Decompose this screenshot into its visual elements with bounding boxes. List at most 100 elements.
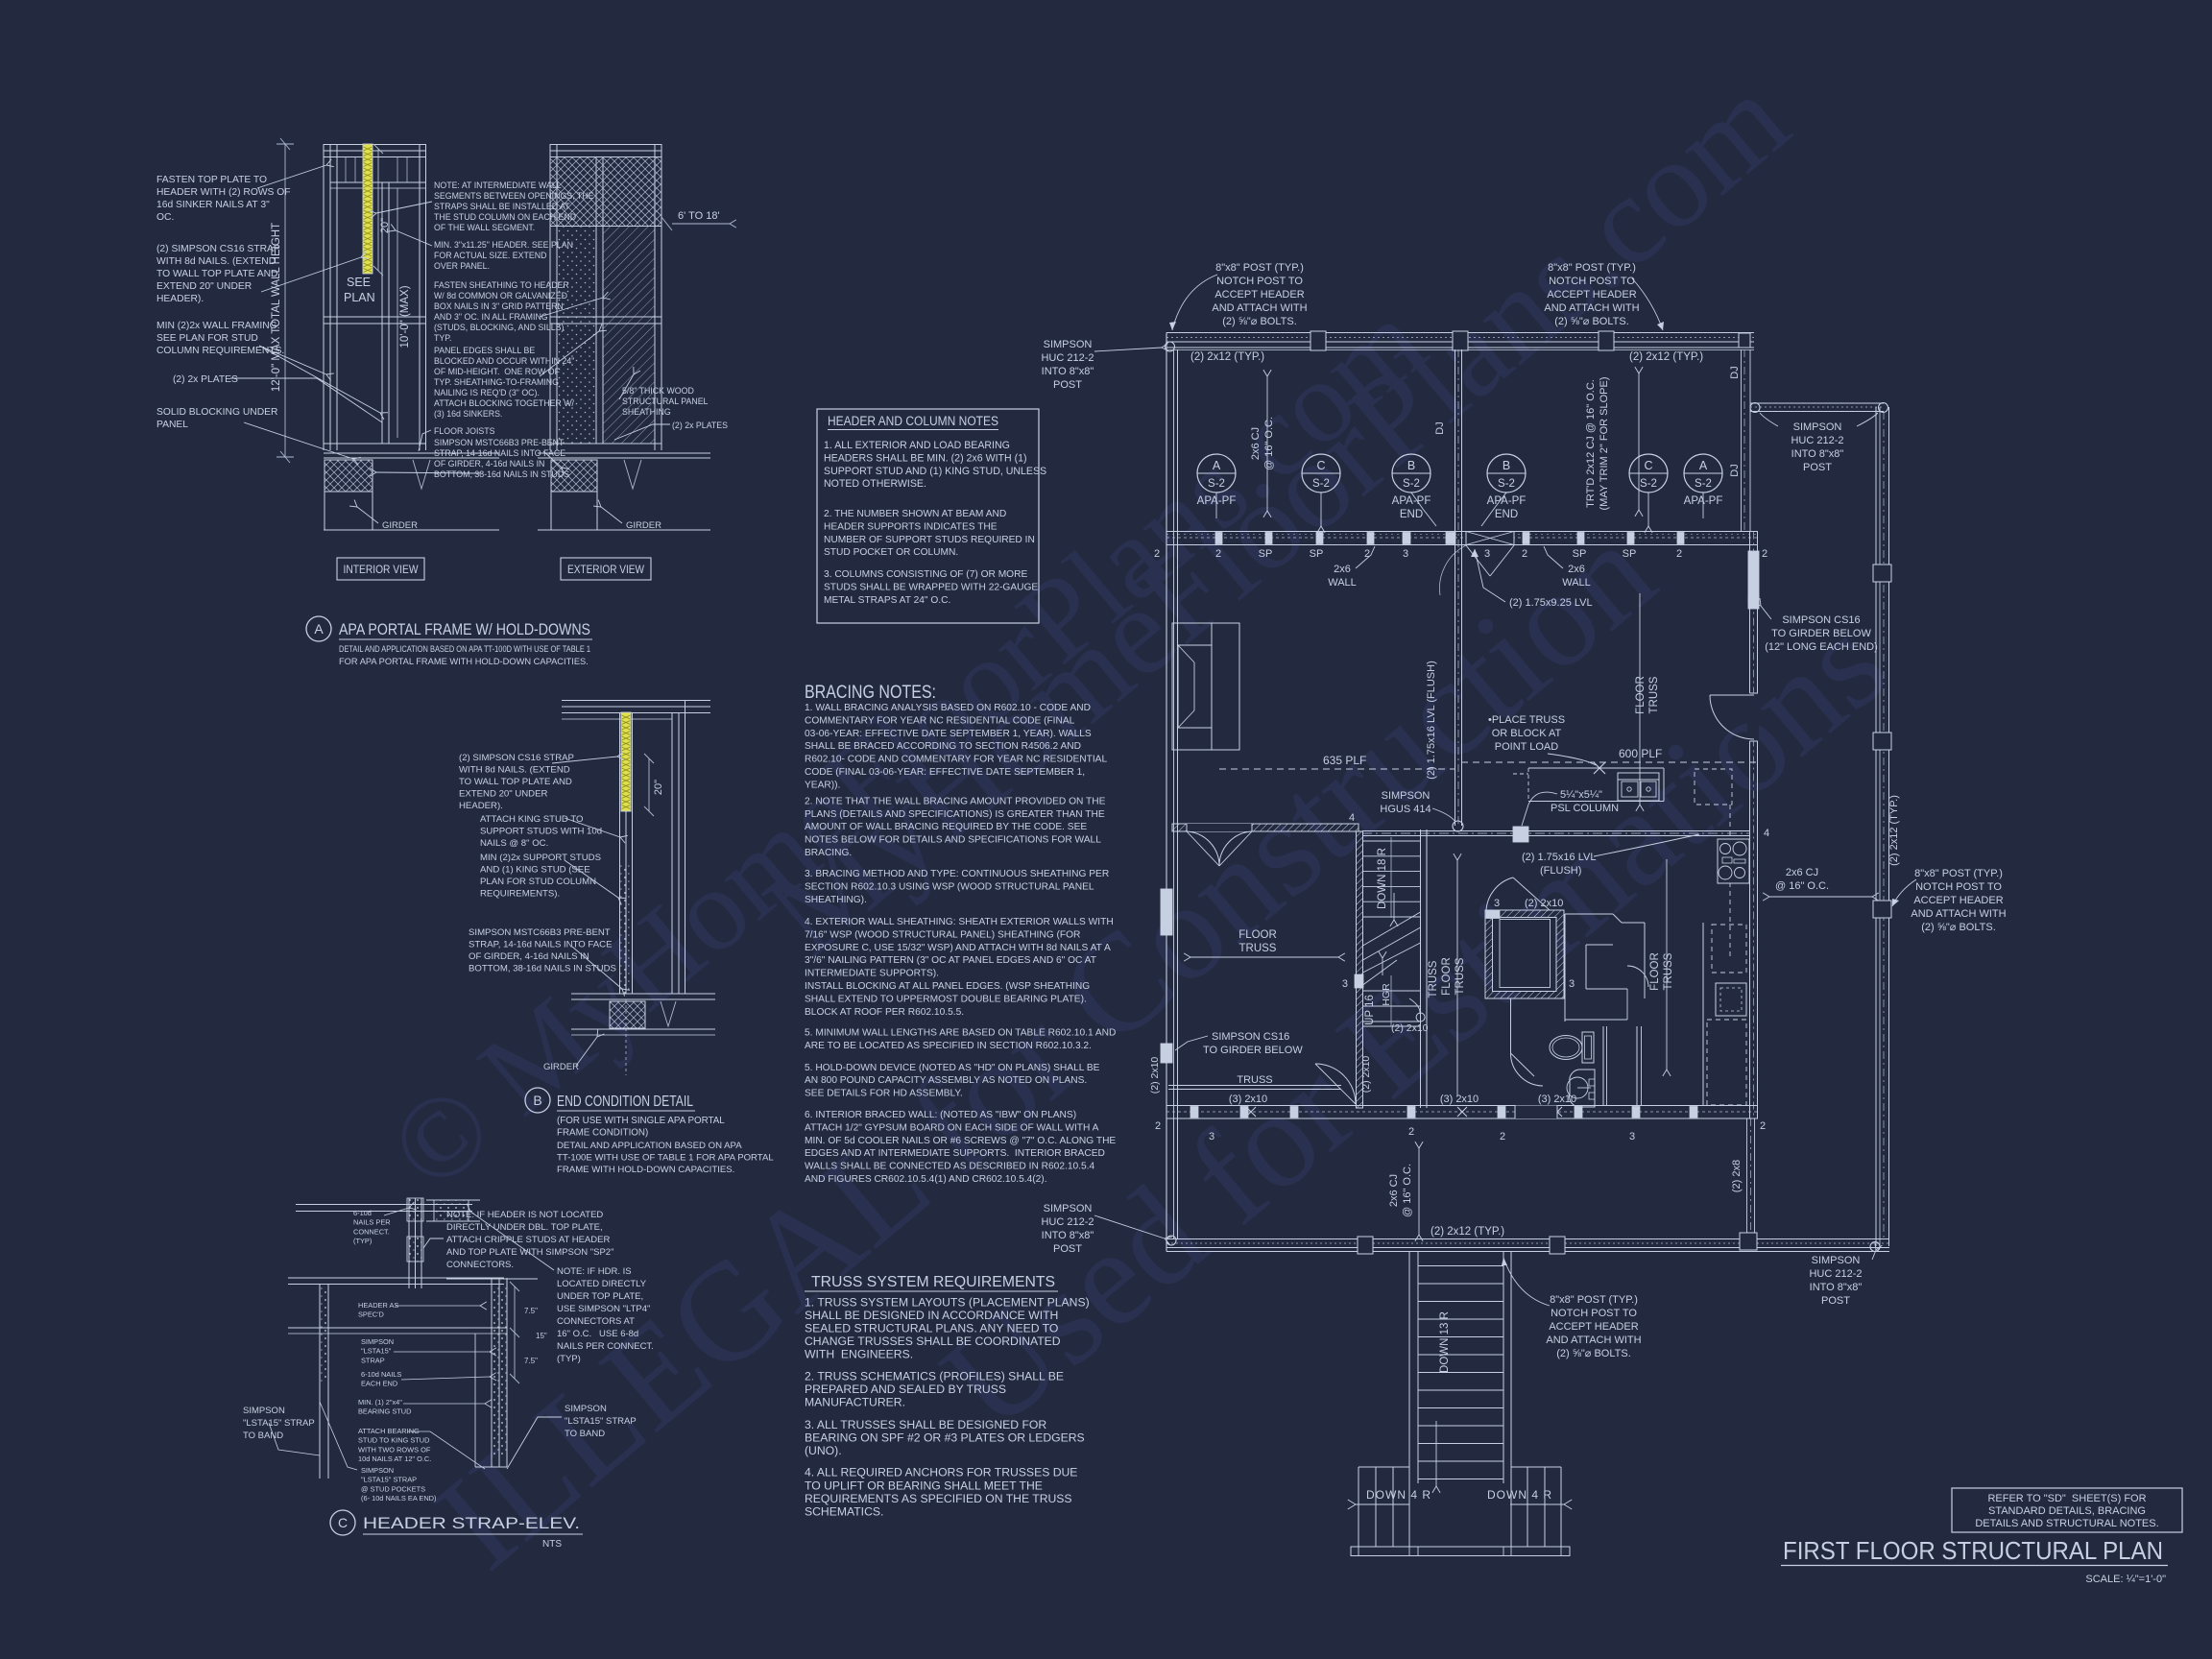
svg-text:NAILS @ 8" OC.: NAILS @ 8" OC. bbox=[480, 838, 548, 849]
svg-text:3. BRACING METHOD AND TYPE: CO: 3. BRACING METHOD AND TYPE: CONTINUOUS S… bbox=[805, 869, 1109, 879]
svg-text:SECTION R602.10.3 USING WSP (W: SECTION R602.10.3 USING WSP (WOOD STRUCT… bbox=[805, 881, 1094, 892]
svg-text:FRAME WITH HOLD-DOWN CAPACITIE: FRAME WITH HOLD-DOWN CAPACITIES. bbox=[557, 1165, 734, 1175]
svg-text:ACCEPT HEADER: ACCEPT HEADER bbox=[1549, 1321, 1638, 1333]
svg-text:HEADER STRAP-ELEV.: HEADER STRAP-ELEV. bbox=[363, 1515, 580, 1532]
svg-text:END CONDITION DETAIL: END CONDITION DETAIL bbox=[557, 1094, 693, 1110]
svg-text:3: 3 bbox=[1629, 1131, 1635, 1142]
svg-text:(2) ⅝"⌀ BOLTS.: (2) ⅝"⌀ BOLTS. bbox=[1554, 316, 1629, 327]
svg-text:SEE PLAN FOR STUD: SEE PLAN FOR STUD bbox=[156, 333, 258, 344]
svg-text:HGR: HGR bbox=[1381, 983, 1392, 1006]
svg-text:FOR ACTUAL SIZE. EXTEND: FOR ACTUAL SIZE. EXTEND bbox=[434, 251, 546, 260]
svg-text:2: 2 bbox=[1762, 548, 1767, 560]
svg-text:(2) 2x PLATES: (2) 2x PLATES bbox=[672, 421, 728, 430]
svg-text:INTERIOR VIEW: INTERIOR VIEW bbox=[344, 563, 420, 576]
svg-text:DETAIL AND APPLICATION BASED O: DETAIL AND APPLICATION BASED ON APA TT-1… bbox=[339, 644, 590, 654]
svg-text:SUPPORT STUDS WITH 10d: SUPPORT STUDS WITH 10d bbox=[480, 827, 602, 837]
svg-text:TO GIRDER BELOW: TO GIRDER BELOW bbox=[1771, 628, 1871, 639]
svg-text:(UNO).: (UNO). bbox=[805, 1444, 842, 1457]
svg-text:OC.: OC. bbox=[156, 212, 174, 223]
svg-text:SHEATHING).: SHEATHING). bbox=[805, 895, 867, 905]
svg-text:EXPOSURE C, USE 15/32" WSP) AN: EXPOSURE C, USE 15/32" WSP) AND ATTACH W… bbox=[805, 943, 1111, 953]
svg-text:(2) 1.75x16 LVL (FLUSH): (2) 1.75x16 LVL (FLUSH) bbox=[1426, 661, 1437, 780]
svg-text:2x6 CJ: 2x6 CJ bbox=[1250, 427, 1262, 460]
svg-text:NTS: NTS bbox=[542, 1539, 562, 1550]
svg-text:FLOOR: FLOOR bbox=[1649, 952, 1661, 991]
svg-text:HEADERS SHALL BE MIN. (2) 2x6: HEADERS SHALL BE MIN. (2) 2x6 WITH (1) bbox=[824, 452, 1027, 464]
svg-text:MIN. OF 5d COOLER NAILS OR #6: MIN. OF 5d COOLER NAILS OR #6 SCREWS @ "… bbox=[805, 1136, 1116, 1146]
svg-text:SEE: SEE bbox=[347, 276, 371, 289]
svg-text:CODE (FINAL 03-06-YEAR: EFFECT: CODE (FINAL 03-06-YEAR: EFFECTIVE DATE S… bbox=[805, 767, 1085, 778]
svg-text:(TYP): (TYP) bbox=[557, 1354, 581, 1364]
svg-text:SIMPSON MSTC66B3 PRE-BENT: SIMPSON MSTC66B3 PRE-BENT bbox=[469, 927, 611, 938]
svg-text:6' TO 18': 6' TO 18' bbox=[678, 210, 720, 222]
svg-text:(3) 2x10: (3) 2x10 bbox=[1538, 1094, 1576, 1105]
svg-text:SEGMENTS BETWEEN OPENINGS, THE: SEGMENTS BETWEEN OPENINGS, THE bbox=[434, 191, 594, 201]
svg-text:TYP. SHEATHING-TO-FRAMING: TYP. SHEATHING-TO-FRAMING bbox=[434, 377, 559, 387]
svg-text:UNDER TOP PLATE,: UNDER TOP PLATE, bbox=[557, 1291, 643, 1302]
svg-text:ATTACH BLOCKING TOGETHER W/: ATTACH BLOCKING TOGETHER W/ bbox=[434, 398, 575, 408]
svg-text:FASTEN TOP PLATE TO: FASTEN TOP PLATE TO bbox=[156, 175, 267, 185]
svg-text:2x6 CJ: 2x6 CJ bbox=[1786, 867, 1818, 878]
svg-text:DJ: DJ bbox=[1434, 421, 1446, 434]
svg-text:NAILS PER CONNECT.: NAILS PER CONNECT. bbox=[557, 1341, 654, 1352]
svg-text:SIMPSON CS16: SIMPSON CS16 bbox=[1782, 614, 1860, 626]
svg-text:INTERMEDIATE SUPPORTS).: INTERMEDIATE SUPPORTS). bbox=[805, 969, 939, 979]
svg-text:(2) 2x12 (TYP.): (2) 2x12 (TYP.) bbox=[1888, 795, 1900, 866]
svg-text:ATTACH BEARING: ATTACH BEARING bbox=[358, 1427, 420, 1435]
svg-text:20": 20" bbox=[653, 780, 664, 795]
svg-text:(2) SIMPSON CS16 STRAP: (2) SIMPSON CS16 STRAP bbox=[459, 753, 574, 763]
svg-text:ATTACH KING STUD TO: ATTACH KING STUD TO bbox=[480, 814, 584, 825]
svg-text:BRACING NOTES:: BRACING NOTES: bbox=[805, 683, 936, 703]
svg-text:(3) 2x10: (3) 2x10 bbox=[1440, 1094, 1479, 1105]
svg-text:635 PLF: 635 PLF bbox=[1323, 754, 1366, 767]
svg-text:STUD POCKET OR COLUMN.: STUD POCKET OR COLUMN. bbox=[824, 547, 958, 558]
svg-text:PANEL EDGES SHALL BE: PANEL EDGES SHALL BE bbox=[434, 346, 535, 355]
svg-text:FOR APA PORTAL FRAME WITH HOLD: FOR APA PORTAL FRAME WITH HOLD-DOWN CAPA… bbox=[339, 657, 589, 666]
svg-text:OVER PANEL.: OVER PANEL. bbox=[434, 261, 490, 271]
svg-text:UP 16: UP 16 bbox=[1364, 995, 1376, 1025]
svg-text:CONNECT.: CONNECT. bbox=[353, 1227, 390, 1236]
svg-text:OF GIRDER, 4-16d NAILS IN: OF GIRDER, 4-16d NAILS IN bbox=[434, 459, 544, 469]
svg-text:(2) 2x10: (2) 2x10 bbox=[1149, 1057, 1161, 1094]
svg-text:NOTED OTHERWISE.: NOTED OTHERWISE. bbox=[824, 478, 926, 490]
svg-text:WITH 8d NAILS. (EXTEND: WITH 8d NAILS. (EXTEND bbox=[459, 765, 570, 776]
svg-text:(2) 2x12 (TYP.): (2) 2x12 (TYP.) bbox=[1190, 351, 1264, 363]
svg-text:(2) 2x10: (2) 2x10 bbox=[1391, 1022, 1429, 1034]
svg-text:AND ATTACH WITH: AND ATTACH WITH bbox=[1212, 302, 1307, 314]
svg-text:S-2: S-2 bbox=[1208, 478, 1225, 490]
svg-text:4: 4 bbox=[1764, 828, 1769, 839]
svg-text:TO BAND: TO BAND bbox=[565, 1429, 605, 1439]
svg-text:AND FIGURES CR602.10.5.4(1) AN: AND FIGURES CR602.10.5.4(1) AND CR602.10… bbox=[805, 1174, 1047, 1185]
svg-text:WITH ENGINEERS.: WITH ENGINEERS. bbox=[805, 1348, 913, 1361]
svg-text:3: 3 bbox=[1403, 548, 1408, 560]
svg-text:FLOOR: FLOOR bbox=[1441, 957, 1453, 996]
svg-text:STUDS SHALL BE WRAPPED WITH 22: STUDS SHALL BE WRAPPED WITH 22-GAUGE bbox=[824, 582, 1038, 592]
svg-text:2: 2 bbox=[1500, 1131, 1505, 1142]
svg-text:2: 2 bbox=[1215, 548, 1221, 560]
svg-text:HUC 212-2: HUC 212-2 bbox=[1041, 352, 1094, 364]
svg-text:WALL: WALL bbox=[1562, 577, 1591, 589]
svg-text:NOTE: IF HEADER IS NOT LOCATED: NOTE: IF HEADER IS NOT LOCATED bbox=[446, 1210, 603, 1220]
svg-text:SIMPSON CS16: SIMPSON CS16 bbox=[1212, 1031, 1289, 1043]
svg-text:FASTEN SHEATHING TO HEADER: FASTEN SHEATHING TO HEADER bbox=[434, 280, 569, 290]
svg-text:GIRDER: GIRDER bbox=[543, 1062, 579, 1072]
svg-text:BEARING ON SPF #2 OR #3 PLATES: BEARING ON SPF #2 OR #3 PLATES OR LEDGER… bbox=[805, 1431, 1085, 1445]
svg-text:STANDARD DETAILS, BRACING: STANDARD DETAILS, BRACING bbox=[1988, 1505, 2146, 1517]
svg-text:APA-PF: APA-PF bbox=[1487, 495, 1527, 507]
svg-text:GIRDER: GIRDER bbox=[382, 520, 418, 531]
svg-text:SUPPORT STUD AND (1) KING STUD: SUPPORT STUD AND (1) KING STUD, UNLESS bbox=[824, 466, 1046, 477]
svg-text:2: 2 bbox=[1676, 548, 1682, 560]
svg-text:(2) 2x10: (2) 2x10 bbox=[1525, 898, 1563, 909]
svg-text:3"/6" NAILING PATTERN (3" OC A: 3"/6" NAILING PATTERN (3" OC AT PANEL ED… bbox=[805, 955, 1096, 966]
svg-text:AND ATTACH WITH: AND ATTACH WITH bbox=[1544, 302, 1639, 314]
svg-text:POST: POST bbox=[1053, 1243, 1082, 1255]
svg-text:ARE TO BE LOCATED AS SPECIFIED: ARE TO BE LOCATED AS SPECIFIED IN SECTIO… bbox=[805, 1041, 1092, 1051]
svg-text:HUC 212-2: HUC 212-2 bbox=[1791, 435, 1843, 446]
svg-text:B: B bbox=[1407, 459, 1415, 472]
svg-text:OF MID-HEIGHT. ONE ROW OF: OF MID-HEIGHT. ONE ROW OF bbox=[434, 367, 561, 376]
svg-text:MIN. (1) 2"x4": MIN. (1) 2"x4" bbox=[358, 1398, 402, 1407]
svg-text:(6- 10d NAILS EA END): (6- 10d NAILS EA END) bbox=[361, 1494, 436, 1503]
svg-text:DJ: DJ bbox=[1729, 464, 1741, 476]
svg-text:"LSTA15" STRAP: "LSTA15" STRAP bbox=[361, 1476, 417, 1484]
svg-text:8"x8" POST (TYP.): 8"x8" POST (TYP.) bbox=[1914, 868, 2003, 879]
